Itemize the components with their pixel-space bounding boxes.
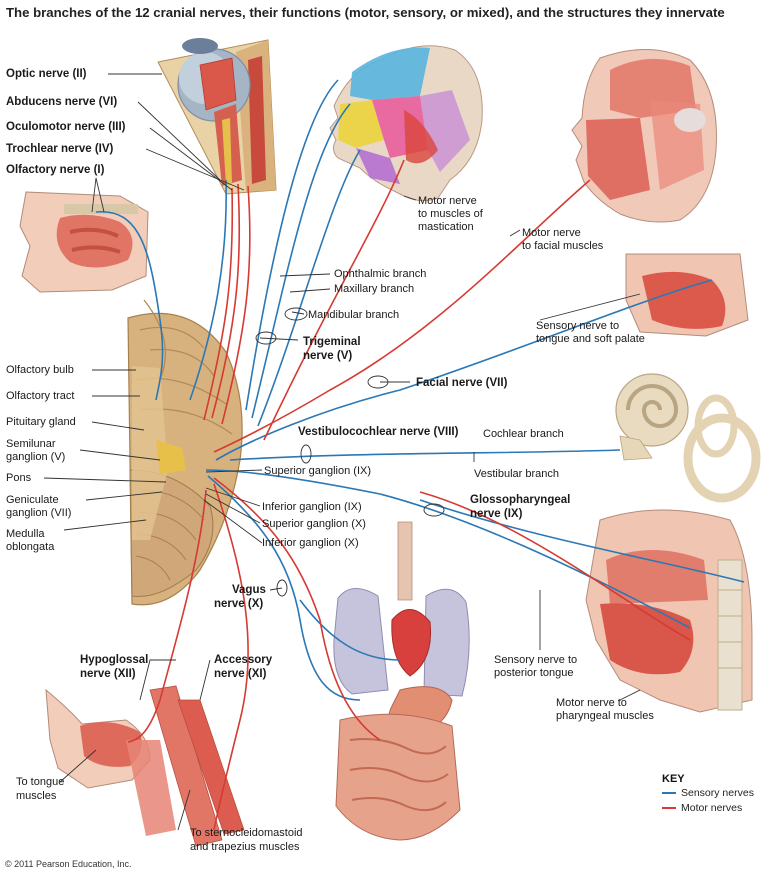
label-semilunar-1: Semilunar [6,438,56,450]
label-tongue-muscles-1: To tongue [16,776,65,788]
label-glossopharyngeal-2: nerve (IX) [470,508,523,520]
label-inferior-ganglion-ix: Inferior ganglion (IX) [262,501,362,513]
label-posterior-tongue-2: posterior tongue [494,667,574,679]
label-facial-muscles-1: Motor nerve [522,227,581,239]
brain-illustration [127,299,243,606]
pharynx-head-illustration [585,509,753,713]
label-accessory-1: Accessory [214,654,273,666]
label-sternocleidomastoid-1: To sternocleidomastoid [190,827,303,839]
thoracic-abdominal-organs-illustration [333,521,470,841]
label-pharyngeal-2: pharyngeal muscles [556,710,654,722]
legend-motor-swatch [662,806,676,809]
legend-key: KEY Sensory nerves Motor nerves [662,773,754,815]
legend-sensory-row: Sensory nerves [662,785,754,800]
label-inferior-ganglion-x: Inferior ganglion (X) [262,537,359,549]
label-superior-ganglion-ix: Superior ganglion (IX) [264,465,372,477]
label-trigeminal-2: nerve (V) [303,350,353,362]
label-olfactory-nerve: Olfactory nerve (I) [6,164,105,176]
facial-muscles-head-illustration [571,49,717,223]
label-pons: Pons [6,472,32,484]
label-pituitary-gland: Pituitary gland [6,416,76,428]
nasal-cavity-illustration [19,191,149,293]
label-tongue-muscles-2: muscles [16,790,57,802]
motor-nerve-paths [127,159,691,831]
label-glossopharyngeal-1: Glossopharyngeal [470,494,571,506]
label-maxillary-branch: Maxillary branch [334,283,415,295]
label-mastication-2: to muscles of [418,208,483,220]
legend-title: KEY [662,773,685,785]
legend-sensory-label: Sensory nerves [681,786,754,799]
label-pharyngeal-1: Motor nerve to [556,697,627,709]
label-trochlear-nerve: Trochlear nerve (IV) [6,143,114,155]
inner-ear-illustration [615,373,761,503]
tongue-soft-palate-illustration [625,253,749,337]
label-vestibulocochlear-nerve: Vestibulocochlear nerve (VIII) [298,426,459,438]
label-vagus-2: nerve (X) [214,598,264,610]
legend-motor-label: Motor nerves [681,801,743,814]
label-vestibular-branch: Vestibular branch [474,468,559,480]
label-mandibular-branch: Mandibular branch [308,309,400,321]
label-superior-ganglion-x: Superior ganglion (X) [262,518,366,530]
label-mastication-1: Motor nerve [418,195,477,207]
label-posterior-tongue-1: Sensory nerve to [494,654,578,666]
label-tongue-palate-2: tongue and soft palate [536,333,645,345]
label-olfactory-tract: Olfactory tract [6,390,75,402]
label-sternocleidomastoid-2: and trapezius muscles [190,841,300,853]
label-hypoglossal-1: Hypoglossal [80,654,149,666]
label-hypoglossal-2: nerve (XII) [80,668,136,680]
label-facial-muscles-2: to facial muscles [522,240,604,252]
copyright-notice: © 2011 Pearson Education, Inc. [5,859,132,869]
sensory-nerve-paths [95,79,745,701]
tongue-neck-muscles-illustration [45,685,245,847]
label-tongue-palate-1: Sensory nerve to [536,320,620,332]
label-mastication-3: mastication [418,221,474,233]
label-facial-nerve: Facial nerve (VII) [416,377,508,389]
label-medulla-2: oblongata [6,541,55,553]
eye-orbit-illustration [157,38,277,195]
label-olfactory-bulb: Olfactory bulb [6,364,74,376]
label-trigeminal-1: Trigeminal [303,336,361,348]
label-geniculate-2: ganglion (VII) [6,507,72,519]
label-ophthalmic-branch: Ophthalmic branch [334,268,427,280]
label-oculomotor-nerve: Oculomotor nerve (III) [6,121,126,133]
face-sensory-head-illustration [329,45,483,202]
label-accessory-2: nerve (XI) [214,668,267,680]
label-leader-lines [43,73,641,831]
label-medulla-1: Medulla [6,528,45,540]
nerve-marker-ellipses [255,307,445,597]
label-cochlear-branch: Cochlear branch [483,428,564,440]
legend-motor-row: Motor nerves [662,800,754,815]
label-semilunar-2: ganglion (V) [6,451,66,463]
label-optic-nerve: Optic nerve (II) [6,68,87,80]
legend-sensory-swatch [662,791,676,794]
label-abducens-nerve: Abducens nerve (VI) [6,96,118,108]
figure-title: The branches of the 12 cranial nerves, t… [6,5,725,20]
label-geniculate-1: Geniculate [6,494,59,506]
label-vagus-1: Vagus [232,584,266,596]
